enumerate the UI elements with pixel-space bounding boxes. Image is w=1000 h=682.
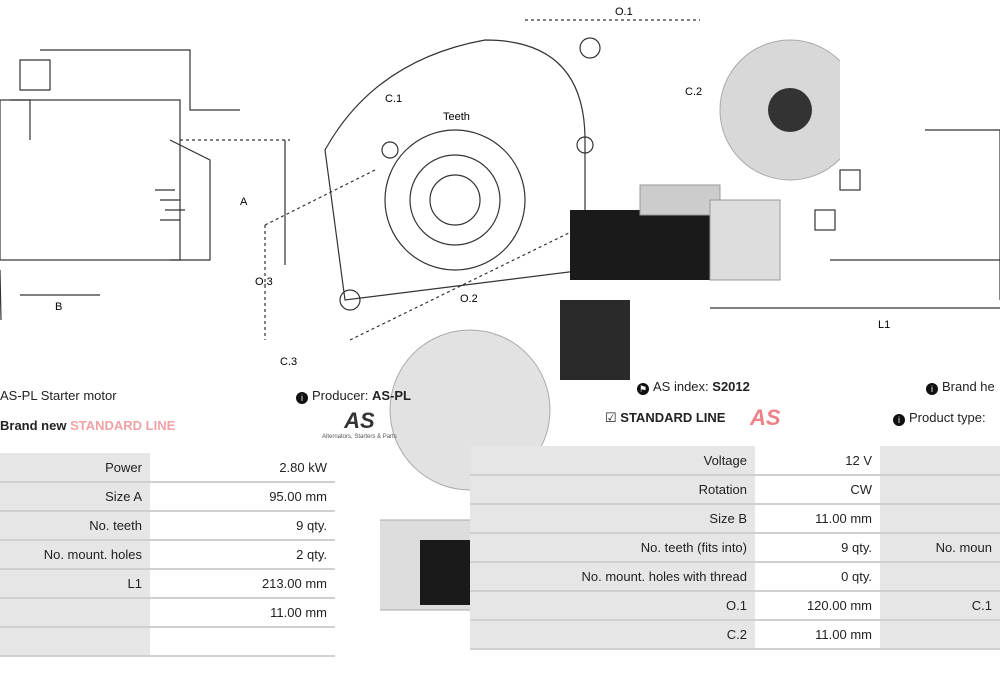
cell-value: 2.80 kW [150,453,335,483]
cell-extra [880,446,1000,476]
logo-red-text: AS [750,405,781,430]
producer-info: i Producer: AS-PL [296,388,411,404]
cell-label: L1 [0,569,150,599]
cell-extra [880,504,1000,534]
cell-label: No. teeth [0,511,150,541]
label-o3: O.3 [255,276,273,288]
cell-extra [880,620,1000,650]
as-index-value: S2012 [712,379,750,394]
cell-extra [880,475,1000,505]
table-row: 11.00 mm [0,598,335,628]
cell-label: O.1 [470,591,755,621]
cell-label: No. mount. holes with thread [470,562,755,592]
table-row: No. teeth (fits into)9 qty.No. moun [470,533,1000,563]
cell-label [0,627,150,657]
table-row [0,627,335,657]
standard-line-faded: STANDARD LINE [70,418,176,433]
label-o1: O.1 [615,6,633,18]
brand-info: Brand new STANDARD LINE [0,418,175,433]
cell-label [0,598,150,628]
cell-label: Rotation [470,475,755,505]
info-icon: i [296,392,308,404]
standard-line-badge: ☑ STANDARD LINE [605,410,725,426]
cell-value: 2 qty. [150,540,335,570]
label-teeth: Teeth [443,111,470,123]
label-c1: C.1 [385,93,402,105]
as-index-info: ⚑ AS index: S2012 [637,379,750,395]
as-logo-red: AS [750,405,781,431]
starter-motor-photo [570,39,840,281]
cell-value: 213.00 mm [150,569,335,599]
cell-extra: C.1 [880,591,1000,621]
product-title-text: AS-PL Starter motor [0,388,117,403]
cell-value: 11.00 mm [755,620,880,650]
brand-info-right: i Brand he [926,379,995,395]
product-title: AS-PL Starter motor [0,388,117,403]
cell-label: Voltage [470,446,755,476]
product-type-label: Product type: [909,410,986,425]
cell-label: No. mount. holes [0,540,150,570]
cell-value: 12 V [755,446,880,476]
cell-value: 11.00 mm [150,598,335,628]
info-icon: i [893,414,905,426]
cell-extra [880,562,1000,592]
cell-value [150,627,335,657]
check-icon: ☑ [605,410,617,425]
label-c3: C.3 [280,356,297,368]
info-icon: i [926,383,938,395]
label-l1: L1 [878,319,890,330]
producer-label: Producer: [312,388,369,403]
tag-icon: ⚑ [637,383,649,395]
logo-tagline: Alternators, Starters & Parts [322,434,397,440]
cell-value: 9 qty. [150,511,335,541]
label-c2: C.2 [685,86,702,98]
cell-value: CW [755,475,880,505]
cell-label: Size B [470,504,755,534]
standard-line-text: STANDARD LINE [620,410,726,425]
brand-label-right: Brand he [942,379,995,394]
cell-value: 95.00 mm [150,482,335,512]
product-type-info: i Product type: [893,410,986,426]
label-a: A [240,196,248,208]
cell-label: No. teeth (fits into) [470,533,755,563]
cell-label: C.2 [470,620,755,650]
cell-label: Size A [0,482,150,512]
label-o2: O.2 [460,293,478,305]
front-view-diagram: O.1 C.2 C.1 Teeth O.3 O.2 C.3 [255,6,702,368]
cell-value: 9 qty. [755,533,880,563]
side-view-diagram: A B [0,49,290,321]
cell-value: 11.00 mm [755,504,880,534]
as-pl-logo: AS Alternators, Starters & Parts [322,408,397,440]
brand-label: Brand new [0,418,67,433]
logo-text: AS [344,408,375,433]
top-view-diagram: L1 [710,129,1000,330]
as-index-label: AS index: [653,379,709,394]
cell-label: Power [0,453,150,483]
cell-extra: No. moun [880,533,1000,563]
cell-value: 120.00 mm [755,591,880,621]
cell-value: 0 qty. [755,562,880,592]
label-b: B [55,301,62,313]
producer-value: AS-PL [372,388,411,403]
